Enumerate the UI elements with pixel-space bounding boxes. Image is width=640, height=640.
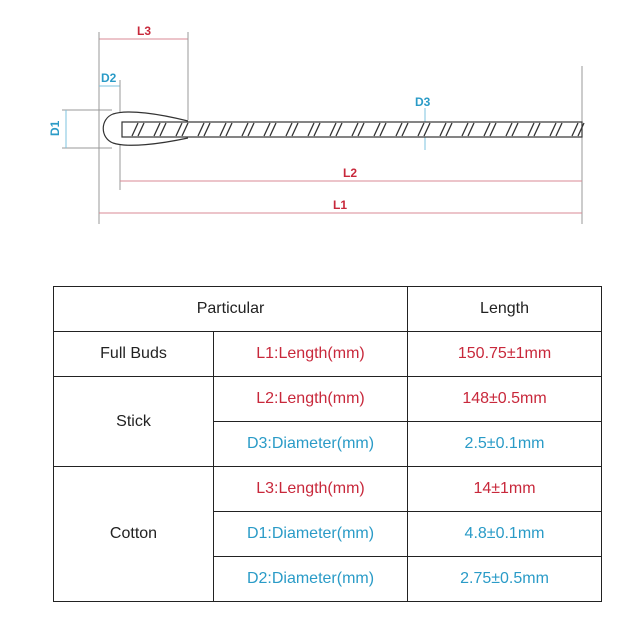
stick-hatch-mark <box>533 122 541 137</box>
stick-hatch-mark <box>423 122 431 137</box>
stick-hatch-mark <box>307 122 315 137</box>
category-cell: Stick <box>53 376 214 467</box>
stick-hatch-mark <box>467 122 475 137</box>
stick-hatch-mark <box>153 122 161 137</box>
label-l3: L3 <box>137 24 151 38</box>
value-cell: 2.5±0.1mm <box>407 421 603 467</box>
header-length: Length <box>407 286 603 332</box>
table-row: D1:Diameter(mm) 4.8±0.1mm <box>54 511 603 557</box>
stick-hatch-mark <box>335 122 343 137</box>
value-cell: 150.75±1mm <box>407 331 603 377</box>
label-d2: D2 <box>101 71 117 85</box>
param-cell: D3:Diameter(mm) <box>212 421 409 467</box>
param-cell: D1:Diameter(mm) <box>212 511 409 557</box>
stick-hatch-mark <box>505 122 513 137</box>
spec-table: Particular Length Full Buds L1:Length(mm… <box>52 286 603 602</box>
stick-hatch-mark <box>313 122 321 137</box>
stick-hatch-mark <box>241 122 249 137</box>
cotton-bud-diagram: L3 D2 D1 D3 L2 L1 <box>48 24 585 224</box>
value-cell: 4.8±0.1mm <box>407 511 603 557</box>
stick-hatch-mark <box>461 122 469 137</box>
table-header-row: Particular Length <box>52 286 603 332</box>
table-row: D3:Diameter(mm) 2.5±0.1mm <box>54 421 603 467</box>
param-cell: L1:Length(mm) <box>212 331 409 377</box>
table-row: Full Buds L1:Length(mm) 150.75±1mm <box>53 331 603 377</box>
header-particular: Particular <box>52 286 409 332</box>
stick-hatch-mark <box>577 122 585 137</box>
stick-hatch-mark <box>329 122 337 137</box>
label-d3: D3 <box>415 95 431 109</box>
stick-hatch-mark <box>181 122 189 137</box>
category-cell: Cotton <box>53 466 214 602</box>
stick-hatch-mark <box>197 122 205 137</box>
stick-hatch-mark <box>351 122 359 137</box>
stick-hatch-mark <box>445 122 453 137</box>
stick-hatch-mark <box>269 122 277 137</box>
stick-hatch-mark <box>549 122 557 137</box>
category-cell: Full Buds <box>53 331 214 377</box>
param-cell: L3:Length(mm) <box>212 466 409 512</box>
stick-hatch-mark <box>379 122 387 137</box>
param-cell: L2:Length(mm) <box>212 376 409 422</box>
stick-hatch-mark <box>219 122 227 137</box>
stick-hatch-mark <box>247 122 255 137</box>
table-row: Cotton L3:Length(mm) 14±1mm <box>53 466 603 602</box>
stick-hatch-mark <box>401 122 409 137</box>
stick-hatch-mark <box>571 122 579 137</box>
table-row: D2:Diameter(mm) 2.75±0.5mm <box>54 556 603 602</box>
stick-hatch-mark <box>131 122 139 137</box>
stick-hatch-mark <box>439 122 447 137</box>
stick-hatch-mark <box>357 122 365 137</box>
stick-hatch-mark <box>159 122 167 137</box>
stick-hatch-mark <box>137 122 145 137</box>
value-cell: 148±0.5mm <box>407 376 603 422</box>
stick-hatch-mark <box>555 122 563 137</box>
stick-hatch-mark <box>291 122 299 137</box>
stick-hatch-mark <box>373 122 381 137</box>
stick-hatch-mark <box>175 122 183 137</box>
label-l2: L2 <box>343 166 357 180</box>
stick-hatch-mark <box>263 122 271 137</box>
value-cell: 2.75±0.5mm <box>407 556 603 602</box>
stick-hatch-mark <box>489 122 497 137</box>
stick-hatch-mark <box>285 122 293 137</box>
label-d1: D1 <box>48 120 62 136</box>
label-l1: L1 <box>333 198 347 212</box>
stick-hatch-mark <box>203 122 211 137</box>
stick-hatch-mark <box>395 122 403 137</box>
param-cell: D2:Diameter(mm) <box>212 556 409 602</box>
stick-hatch-mark <box>417 122 425 137</box>
stick-hatch-mark <box>483 122 491 137</box>
table-row: Stick L2:Length(mm) 148±0.5mm <box>53 376 603 467</box>
stick-hatch-mark <box>527 122 535 137</box>
stick-hatch-mark <box>511 122 519 137</box>
stick-hatch-mark <box>225 122 233 137</box>
value-cell: 14±1mm <box>407 466 603 512</box>
stick <box>121 121 585 138</box>
